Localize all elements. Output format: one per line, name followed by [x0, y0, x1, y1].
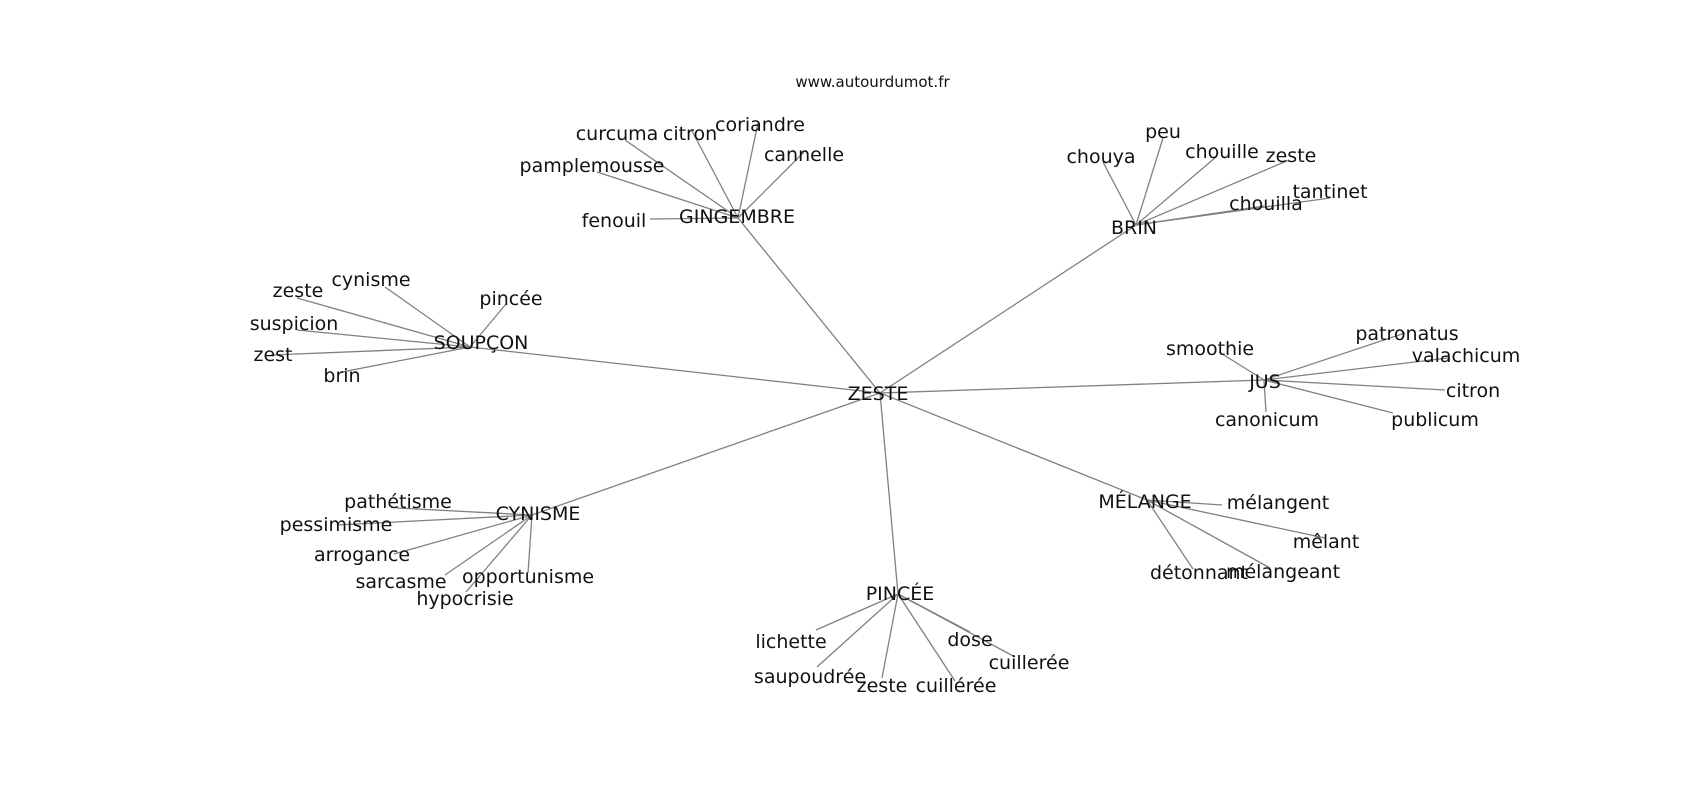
leaf-label-jus-publicum[interactable]: publicum [1391, 409, 1479, 431]
edge-gingembre-cannelle [737, 151, 805, 219]
leaf-label-cynisme-opportunisme[interactable]: opportunisme [462, 566, 594, 588]
edge-soupcon-zest [270, 346, 471, 356]
edge-pincee-cuilleree [897, 593, 1016, 658]
edge-soupcon-suspicion [296, 329, 471, 348]
leaf-label-pincee-dose[interactable]: dose [947, 629, 992, 651]
hub-label-gingembre[interactable]: GINGEMBRE [679, 206, 795, 228]
edge-pincee-zeste [881, 593, 899, 679]
leaf-label-cynisme-pessimisme[interactable]: pessimisme [280, 514, 393, 536]
edge-cynisme-pathetisme [396, 507, 533, 516]
edge-gingembre-fenouil [649, 217, 739, 220]
edge-jus-patronatus [1263, 332, 1406, 381]
edge-cynisme-sarcasme [444, 514, 533, 576]
leaf-label-gingembre-coriandre[interactable]: coriandre [715, 114, 805, 136]
edge-melange-melant [1146, 499, 1326, 539]
edge-soupcon-zeste [296, 297, 471, 348]
leaf-label-gingembre-fenouil[interactable]: fenouil [582, 210, 647, 232]
leaf-label-melange-detonnant[interactable]: détonnant [1150, 562, 1248, 584]
leaf-label-jus-citron[interactable]: citron [1446, 380, 1500, 402]
edge-gingembre-coriandre [737, 122, 759, 219]
leaf-label-cynisme-hypocrisie[interactable]: hypocrisie [416, 588, 513, 610]
leaf-label-soupcon-zeste[interactable]: zeste [273, 280, 324, 302]
hub-label-cynisme[interactable]: CYNISME [496, 503, 581, 525]
edge-center-cynisme [531, 392, 881, 516]
leaf-label-brin-peu[interactable]: peu [1145, 121, 1181, 143]
hub-label-pincee[interactable]: PINCÉE [866, 582, 935, 605]
leaf-label-melange-melangeant[interactable]: mélangeant [1226, 561, 1340, 583]
edge-soupcon-cynisme [384, 286, 471, 348]
edge-pincee-cuilleree [897, 593, 956, 682]
leaf-label-brin-chouilla[interactable]: chouilla [1229, 193, 1303, 215]
leaf-label-jus-canonicum[interactable]: canonicum [1215, 409, 1319, 431]
leaf-label-pincee-lichette[interactable]: lichette [755, 631, 826, 653]
hub-label-soupcon[interactable]: SOUPÇON [434, 332, 529, 354]
edge-jus-valachicum [1263, 357, 1449, 381]
edge-cynisme-hypocrisie [465, 514, 533, 593]
leaf-label-soupcon-zest[interactable]: zest [253, 344, 292, 366]
graph-edges [270, 122, 1449, 682]
edge-center-soupcon [469, 346, 881, 394]
leaf-label-cynisme-pathetisme[interactable]: pathétisme [344, 491, 452, 513]
edge-brin-zeste [1135, 159, 1290, 226]
edge-jus-publicum [1263, 379, 1394, 414]
leaf-label-soupcon-pincee[interactable]: pincée [479, 288, 542, 310]
hub-label-brin[interactable]: BRIN [1111, 217, 1157, 239]
leaf-label-brin-chouille[interactable]: chouille [1185, 141, 1259, 163]
edge-center-brin [879, 224, 1137, 394]
edge-cynisme-arrogance [393, 514, 533, 555]
center-word-label[interactable]: ZESTE [848, 383, 909, 405]
source-watermark: www.autourdumot.fr [795, 73, 950, 91]
edge-brin-chouilla [1135, 205, 1265, 226]
edge-jus-smoothie [1218, 351, 1265, 381]
leaf-label-pincee-cuilleree[interactable]: cuillérée [916, 675, 997, 697]
leaf-label-gingembre-cannelle[interactable]: cannelle [764, 144, 844, 166]
leaf-label-brin-zeste[interactable]: zeste [1266, 145, 1317, 167]
edge-gingembre-curcuma [624, 139, 739, 219]
edge-pincee-lichette [815, 593, 899, 631]
leaf-label-cynisme-arrogance[interactable]: arrogance [314, 544, 410, 566]
leaf-label-gingembre-pamplemousse[interactable]: pamplemousse [520, 155, 665, 177]
edge-cynisme-opportunisme [527, 514, 533, 574]
leaf-label-jus-patronatus[interactable]: patronatus [1355, 323, 1458, 345]
edge-gingembre-citron [691, 130, 739, 219]
leaf-label-soupcon-cynisme[interactable]: cynisme [331, 269, 410, 291]
leaf-label-soupcon-brin[interactable]: brin [323, 365, 360, 387]
edge-melange-detonnant [1146, 499, 1194, 570]
leaf-label-brin-chouya[interactable]: chouya [1066, 146, 1135, 168]
edge-center-melange [879, 392, 1148, 501]
leaf-label-melange-melant[interactable]: mêlant [1293, 531, 1360, 553]
leaf-label-jus-valachicum[interactable]: valachicum [1412, 345, 1521, 367]
leaf-label-brin-tantinet[interactable]: tantinet [1292, 181, 1367, 203]
edge-melange-melangent [1146, 499, 1223, 506]
hub-label-melange[interactable]: MÉLANGE [1098, 490, 1191, 513]
edge-cynisme-pessimisme [336, 514, 533, 526]
leaf-label-gingembre-citron[interactable]: citron [663, 123, 717, 145]
leaf-label-pincee-cuilleree[interactable]: cuillerée [989, 652, 1070, 674]
edge-jus-canonicum [1263, 379, 1267, 413]
edge-pincee-saupoudree [816, 593, 899, 668]
edge-brin-chouille [1135, 156, 1217, 226]
edge-brin-chouya [1102, 161, 1137, 226]
leaf-label-pincee-zeste[interactable]: zeste [857, 675, 908, 697]
leaf-label-soupcon-suspicion[interactable]: suspicion [250, 313, 339, 335]
hub-label-jus[interactable]: JUS [1248, 371, 1281, 393]
leaf-label-gingembre-curcuma[interactable]: curcuma [576, 123, 659, 145]
edge-melange-melangeant [1146, 499, 1271, 569]
edge-center-jus [879, 379, 1265, 394]
edge-jus-citron [1263, 379, 1446, 391]
leaf-label-jus-smoothie[interactable]: smoothie [1166, 338, 1254, 360]
edge-soupcon-pincee [469, 303, 507, 348]
edge-soupcon-brin [341, 346, 471, 373]
edge-center-pincee [879, 392, 899, 595]
edge-center-gingembre [737, 217, 881, 394]
leaf-label-melange-melangent[interactable]: mélangent [1227, 492, 1329, 514]
leaf-label-cynisme-sarcasme[interactable]: sarcasme [355, 571, 446, 593]
edge-brin-peu [1135, 137, 1164, 226]
edge-gingembre-pamplemousse [596, 171, 739, 219]
leaf-label-pincee-saupoudree[interactable]: saupoudrée [754, 666, 866, 688]
